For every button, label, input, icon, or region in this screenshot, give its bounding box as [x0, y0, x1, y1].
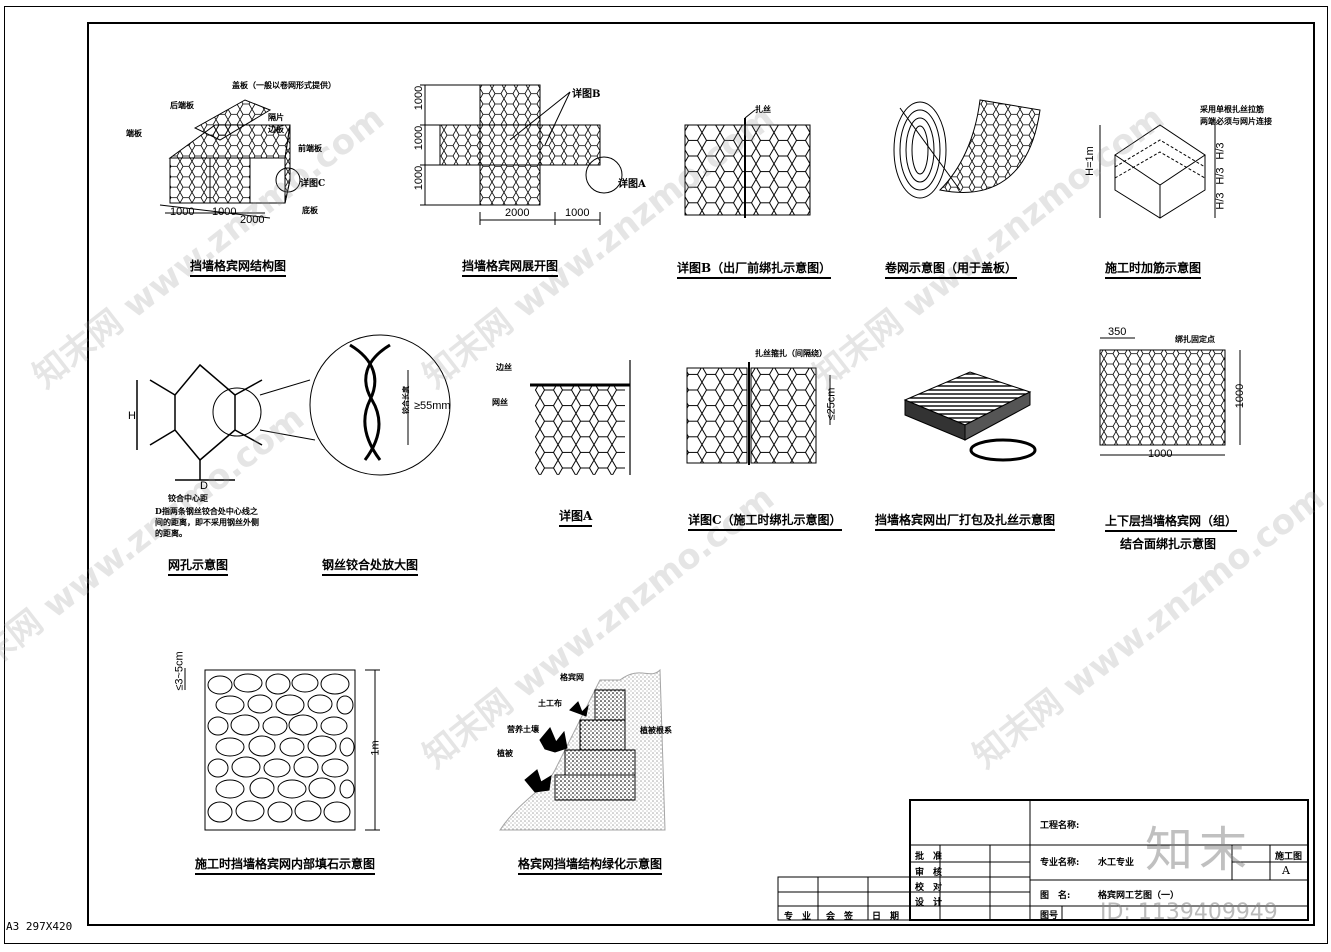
reinforce-drawing: [1099, 124, 1216, 219]
label-front: 前端板: [298, 143, 322, 153]
tb-drawing-label: 图 名:: [1040, 891, 1071, 901]
structure-drawing: [159, 99, 301, 219]
mesh-note-body: D指两条钢丝铰合处中心线之间的距离，即不采用钢丝外侧的距离。: [155, 506, 259, 538]
layers-drawing: [1099, 337, 1241, 456]
label-green-geotextile: 土工布: [538, 698, 562, 708]
caption-structure: 挡墙格宾网结构图: [190, 257, 287, 277]
label-detail-c: 详图C: [300, 179, 326, 189]
pack-drawing: [903, 371, 1037, 462]
caption-roll: 卷网示意图（用于盖板）: [885, 259, 1018, 279]
label-green-gabion: 格宾网: [560, 672, 584, 682]
label-detail-b: 详图B: [572, 89, 601, 100]
tb-col-date: 日 期: [872, 912, 900, 922]
label-h-1m: H=1m: [1083, 146, 1096, 176]
caption-unfold: 挡墙格宾网展开图: [462, 257, 559, 277]
caption-detail-b: 详图B（出厂前绑扎示意图）: [677, 259, 832, 279]
caption-mesh: 网孔示意图: [168, 556, 229, 576]
label-mesh-wire: 网丝: [492, 397, 508, 407]
label-green-soil: 营养土壤: [507, 724, 539, 734]
dim-layers-side: 1000: [1234, 383, 1247, 409]
twist-drawing: [259, 334, 451, 476]
tb-row-approve: 批 准: [915, 852, 943, 862]
label-partition: 隔片: [268, 112, 284, 122]
label-lid: 盖板（一般以卷网形式提供）: [232, 80, 336, 90]
label-mesh-h: H: [128, 410, 136, 422]
dim-unfold-v1: 1000: [413, 85, 426, 111]
stone-fill-drawing: [184, 668, 380, 831]
outer-frame: [4, 6, 1328, 944]
label-mesh-d: D: [200, 480, 208, 492]
tb-discipline-value: 水工专业: [1098, 858, 1135, 868]
label-h3-1: H/3: [1214, 142, 1227, 160]
caption-pack: 挡墙格宾网出厂打包及扎丝示意图: [875, 511, 1056, 531]
caption-layers-1: 上下层挡墙格宾网（组）: [1105, 512, 1238, 532]
detail-a-drawing: [530, 360, 631, 475]
dim-stone-top: ≤3~5cm: [173, 651, 186, 691]
detail-c-drawing: [686, 362, 831, 465]
watermark-id: ID: 1139409949: [1100, 900, 1278, 925]
dim-unfold-h1: 2000: [505, 207, 530, 219]
detail-b-drawing: [684, 109, 811, 218]
label-h3-3: H/3: [1214, 192, 1227, 210]
dim-layers-top: 350: [1108, 326, 1127, 338]
label-back: 后端板: [170, 100, 194, 110]
tb-project-label: 工程名称:: [1040, 821, 1080, 831]
label-bottom: 底板: [302, 205, 318, 215]
label-reinforce-1: 采用单根扎丝拉筋: [1200, 104, 1264, 114]
caption-detail-a: 详图A: [559, 507, 593, 527]
label-reinforce-2: 两端必须与网片连接: [1200, 116, 1272, 126]
caption-reinforce: 施工时加筋示意图: [1105, 259, 1202, 279]
caption-detail-c: 详图C（施工时绑扎示意图）: [688, 511, 842, 531]
dim-stone-side: 1m: [369, 740, 382, 756]
tb-row-design: 设 计: [915, 898, 943, 908]
mesh-note-title: 铰合中心距: [168, 493, 208, 503]
label-green-plant: 植被: [497, 748, 513, 758]
tb-stage: 施工图: [1275, 852, 1303, 862]
dim-unfold-v2: 1000: [413, 125, 426, 151]
label-tie-wire: 扎丝: [755, 104, 771, 114]
label-layers-fix: 绑扎固定点: [1175, 334, 1215, 344]
tb-row-check: 校 对: [915, 883, 943, 893]
mesh-hole-drawing: [136, 363, 263, 481]
tb-rev: A: [1282, 864, 1290, 877]
tb-col-discipline: 专 业: [784, 912, 812, 922]
dim-unfold-h2: 1000: [565, 207, 590, 219]
dim-detail-c: ≤25cm: [825, 387, 838, 421]
dim-structure-3: 2000: [240, 214, 265, 226]
tb-discipline-label: 专业名称:: [1040, 858, 1080, 868]
caption-greening: 格宾网挡墙结构绿化示意图: [518, 855, 663, 875]
label-edge: 边板: [268, 124, 284, 134]
label-end: 端板: [126, 128, 142, 138]
title-block: [777, 799, 1309, 921]
caption-twist: 钢丝铰合处放大图: [322, 556, 419, 576]
roll-drawing: [893, 99, 1041, 199]
tb-col-cosign: 会 签: [826, 912, 854, 922]
watermark-logo: 知末: [1145, 822, 1254, 878]
label-green-roots: 植被根系: [640, 725, 672, 735]
greening-drawing: [499, 668, 666, 831]
dim-structure-2: 1000: [212, 206, 237, 218]
dim-unfold-v3: 1000: [413, 165, 426, 191]
dim-structure-1: 1000: [170, 206, 195, 218]
unfold-drawing: [420, 84, 623, 225]
tb-number-label: 图号: [1040, 911, 1059, 921]
sheet-size-label: A3 297X420: [6, 920, 73, 933]
label-detail-a: 详图A: [618, 179, 646, 190]
label-twist: 铰合长度: [401, 386, 410, 414]
label-edge-wire: 边丝: [496, 362, 512, 372]
label-detail-c-tie: 扎丝箍扎（间隔绕）: [755, 348, 827, 358]
dim-layers-bottom: 1000: [1148, 448, 1173, 460]
drawing-frame: [87, 22, 1315, 926]
dim-twist: ≥55mm: [414, 400, 451, 412]
tb-row-review: 审 核: [915, 868, 943, 878]
label-h3-2: H/3: [1214, 167, 1227, 185]
caption-layers-2: 结合面绑扎示意图: [1120, 537, 1217, 551]
tb-drawing-value: 格宾网工艺图（一）: [1098, 891, 1180, 901]
caption-stone: 施工时挡墙格宾网内部填石示意图: [195, 855, 376, 875]
